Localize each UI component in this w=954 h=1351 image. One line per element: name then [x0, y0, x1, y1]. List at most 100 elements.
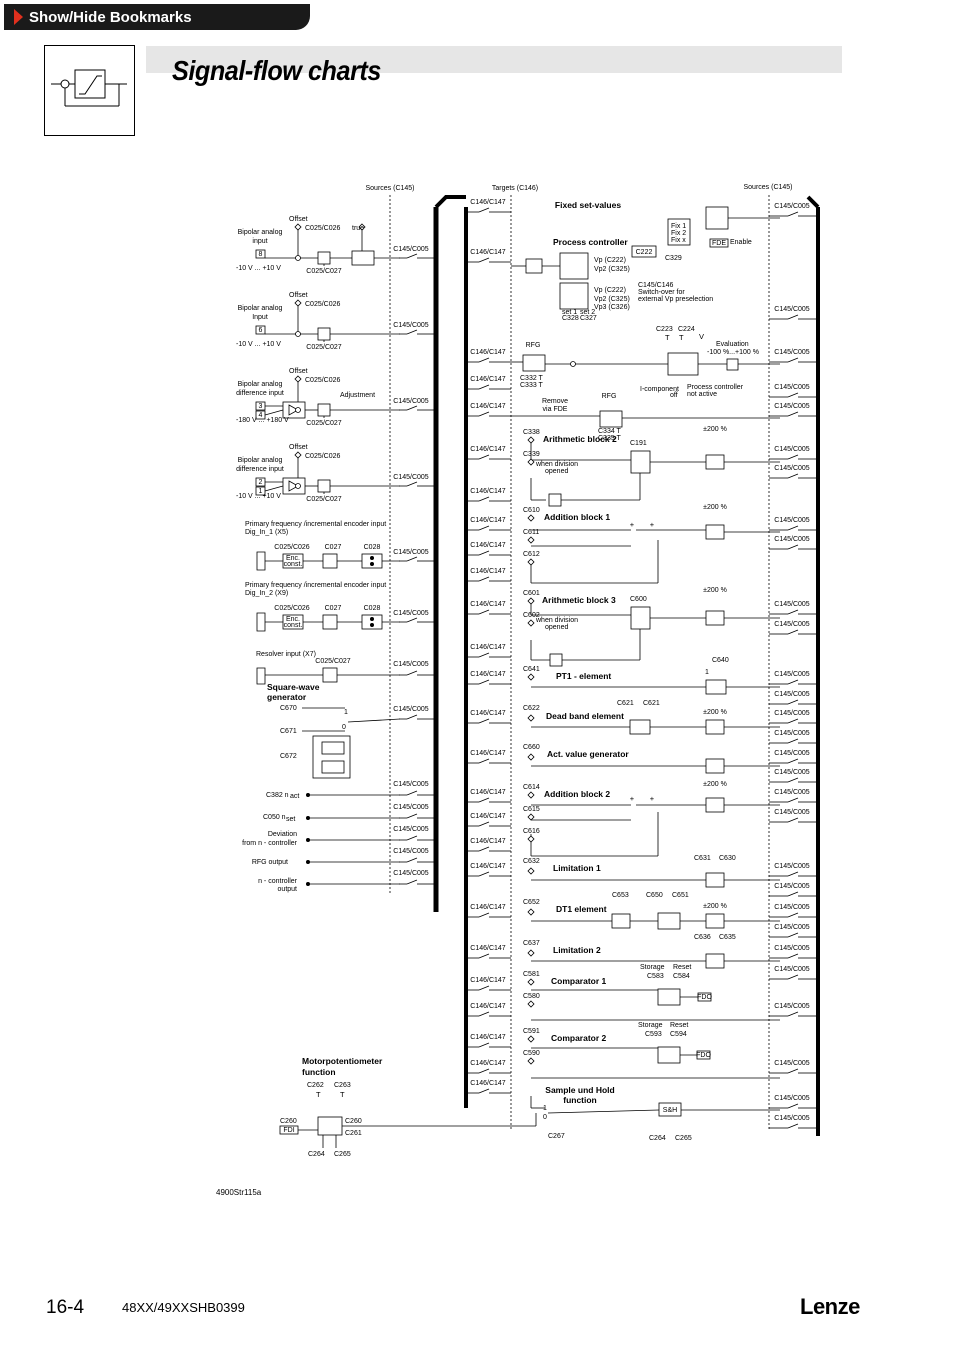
sign-label: +: [650, 520, 655, 529]
rfg-output-label: RFG output: [252, 859, 288, 866]
fdo-box: [697, 992, 712, 1002]
parameter-diamond: [527, 908, 535, 916]
encoder-const-label: Enc.: [286, 555, 300, 562]
param-label: C025/C026: [305, 377, 341, 384]
terminal-label: 8: [259, 251, 263, 258]
icomponent-label: off: [670, 392, 678, 399]
range-label: -10 V ... +10 V: [236, 493, 281, 500]
signal-line: [478, 679, 490, 685]
proc-ctrl-label: Process controller: [687, 384, 744, 391]
brand-logo: Lenze: [800, 1294, 860, 1319]
input-name-label: Bipolar analog: [238, 229, 283, 236]
process-input-box: [525, 258, 543, 274]
param-label: C260: [280, 1118, 297, 1125]
icomponent-label: I-component: [640, 386, 679, 393]
param-label: C651: [672, 892, 689, 899]
source-code-label: C145/C005: [393, 804, 429, 811]
signal-line: [347, 718, 401, 723]
fixed-setvalues-title: Fixed set-values: [555, 200, 621, 210]
signal-line: [478, 797, 490, 803]
param-label: C333 T: [520, 382, 544, 389]
block-title: Act. value generator: [547, 749, 629, 759]
parameter-diamond: [527, 597, 535, 605]
parameter-diamond: [358, 223, 366, 231]
show-hide-bookmarks-button[interactable]: Show/Hide Bookmarks: [4, 4, 310, 30]
junction-dot: [369, 617, 374, 622]
target-code-label: C146/C147: [470, 1080, 506, 1087]
param-label: C328: [562, 315, 579, 322]
param-label: C025/C027: [306, 268, 342, 275]
signal-line: [478, 609, 490, 615]
block-title: Comparator 2: [551, 1033, 607, 1043]
signal-line: [406, 813, 418, 819]
signal-line: [787, 797, 799, 803]
signal-line: [478, 652, 490, 658]
junction-dot: [369, 556, 374, 561]
terminal-label: 2: [259, 479, 263, 486]
param-label: C335 T: [598, 435, 622, 442]
source-code-label: C145/C005: [393, 848, 429, 855]
signal-line: [787, 411, 799, 417]
signal-line: [478, 1068, 490, 1074]
fdi-box: [279, 1125, 299, 1135]
switchover-label: external Vp preselection: [638, 296, 713, 303]
parameter-diamond: [527, 978, 535, 986]
source-code-label: C145/C005: [774, 517, 810, 524]
param-label: C616: [523, 828, 540, 835]
signal-line: [478, 207, 490, 213]
signal-line: [478, 821, 490, 827]
param-label: C267: [548, 1133, 565, 1140]
target-code-label: C146/C147: [470, 542, 506, 549]
block-title: Addition block 2: [544, 789, 610, 799]
source-code-label: C145/C005: [774, 863, 810, 870]
signal-line: [478, 496, 490, 502]
limiter-box: [705, 610, 725, 626]
division-note: when division: [535, 617, 578, 624]
param-label: C260: [345, 1118, 362, 1125]
source-code-label: C145/C005: [393, 781, 429, 788]
page-number: 16-4: [46, 1297, 85, 1318]
param-label: C265: [675, 1135, 692, 1142]
source-code-label: C145/C005: [774, 1115, 810, 1122]
param-label: C027: [325, 544, 342, 551]
param-label: C025/C027: [315, 658, 351, 665]
param-label: C583: [647, 973, 664, 980]
fix-box: [667, 218, 691, 246]
param-label: C339: [523, 451, 540, 458]
sample-hold-label: S&H: [663, 1107, 677, 1114]
signal-line: [478, 454, 490, 460]
terminal-label: 4: [259, 412, 263, 419]
target-code-label: C146/C147: [470, 1003, 506, 1010]
switch-pos-label: 0: [342, 724, 346, 731]
terminal-box: [255, 325, 266, 335]
signal-line: [787, 629, 799, 635]
source-code-label: C145/C005: [393, 706, 429, 713]
encoder-const-box: [282, 614, 304, 630]
signal-line: [406, 329, 418, 335]
multiplier-box: [548, 493, 562, 507]
signal-line: [478, 718, 490, 724]
param-label: C636: [694, 934, 711, 941]
multiplier-box: [549, 653, 563, 667]
tv-label: T: [679, 333, 684, 342]
parameter-diamond: [527, 673, 535, 681]
signal-line: [478, 1011, 490, 1017]
terminal-label: 6: [259, 327, 263, 334]
source-code-label: C145/C005: [774, 203, 810, 210]
terminal-box: [255, 410, 266, 420]
signal-line: [787, 473, 799, 479]
junction-dot: [305, 860, 310, 865]
process-controller-title: Process controller: [553, 237, 628, 247]
fix-label: Fix x: [671, 237, 686, 244]
limiter-box: [611, 913, 631, 929]
junction-dot: [305, 816, 310, 821]
multiplier-box: [317, 479, 331, 493]
fdo-label: FDO: [697, 994, 712, 1001]
vp-selector-box: [559, 282, 589, 310]
signal-line: [478, 953, 490, 959]
param-label: C653: [612, 892, 629, 899]
switch-pos-label: 0: [543, 1114, 547, 1121]
input-name-label: difference input: [236, 390, 284, 397]
limiter-box: [705, 913, 725, 929]
fix-label: Fix 1: [671, 223, 686, 230]
